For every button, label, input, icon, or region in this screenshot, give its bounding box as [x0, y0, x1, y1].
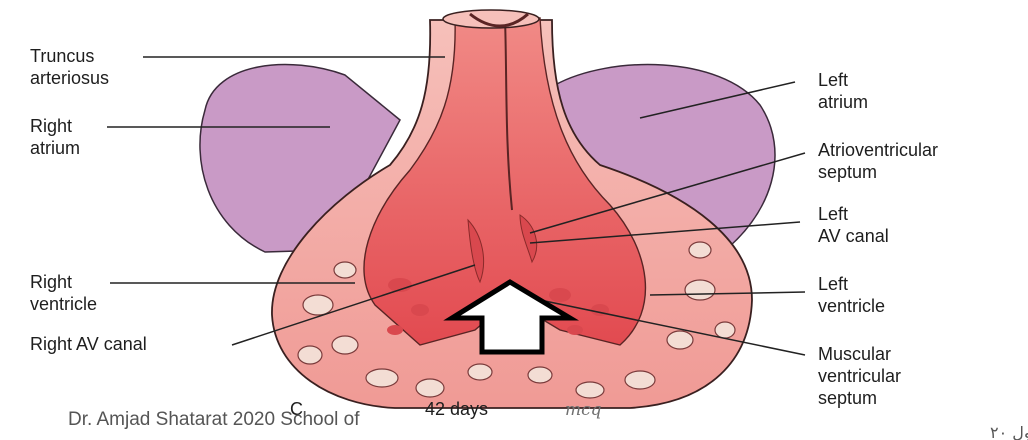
label-left-atrium: Left atrium	[818, 70, 868, 112]
artist-signature: mcq	[565, 400, 602, 420]
label-left-ventricle: Left ventricle	[818, 274, 885, 316]
label-truncus-arteriosus: Truncus arteriosus	[30, 46, 109, 88]
footer-arabic: الأول ٢٠	[990, 422, 1028, 440]
label-atrioventricular-septum: Atrioventricular septum	[818, 140, 943, 182]
label-right-ventricle: Right ventricle	[30, 272, 97, 314]
label-muscular-ventricular-septum: Muscular ventricular septum	[818, 344, 906, 408]
stage-days: 42 days	[425, 399, 488, 419]
label-right-av-canal: Right AV canal	[30, 334, 147, 354]
label-left-av-canal: Left AV canal	[818, 204, 889, 246]
footer-author: Dr. Amjad Shatarat 2020 School of	[68, 409, 360, 430]
label-right-atrium: Right atrium	[30, 116, 80, 158]
